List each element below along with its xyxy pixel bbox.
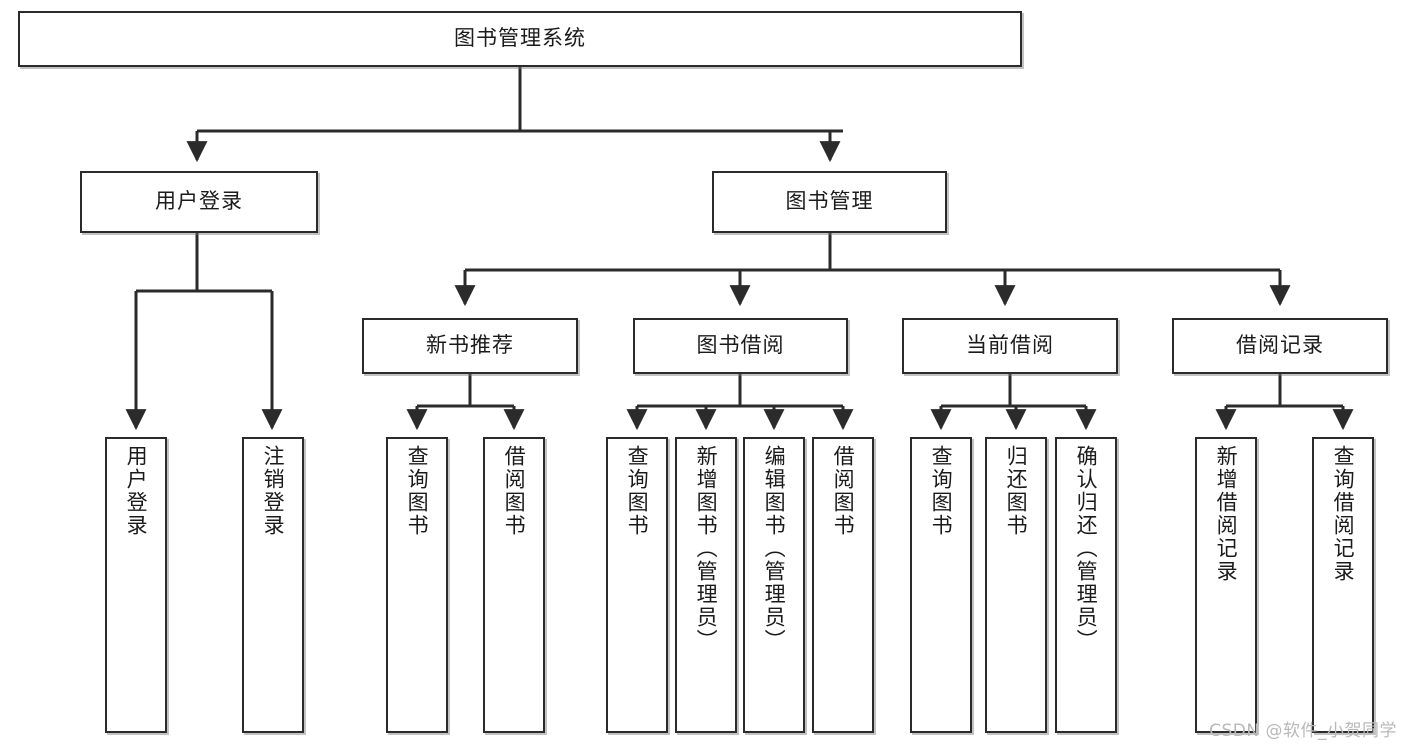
leaf-label: 查询图书 (625, 445, 650, 537)
leaf-recommend-query-book[interactable]: 查询图书 (386, 437, 448, 733)
leaf-borrow-query-book[interactable]: 查询图书 (606, 437, 668, 733)
node-label: 新书推荐 (426, 333, 514, 358)
leaf-record-query-record[interactable]: 查询借阅记录 (1312, 437, 1374, 733)
leaf-current-return-book[interactable]: 归还图书 (985, 437, 1047, 733)
leaf-label: 查询图书 (929, 445, 954, 537)
node-current-borrow[interactable]: 当前借阅 (902, 318, 1118, 374)
leaf-borrow-borrow-book[interactable]: 借阅图书 (812, 437, 874, 733)
leaf-user-login-signin[interactable]: 用户登录 (105, 437, 167, 733)
leaf-record-add-record[interactable]: 新增借阅记录 (1195, 437, 1257, 733)
node-label: 用户登录 (155, 189, 243, 214)
leaf-label: 新增图书（管理员） (694, 445, 719, 652)
node-label: 图书管理 (785, 189, 874, 214)
leaf-label: 用户登录 (124, 445, 149, 537)
leaf-label: 查询借阅记录 (1331, 445, 1356, 583)
node-user-login[interactable]: 用户登录 (80, 171, 318, 233)
csdn-watermark: CSDN @软件_小贺同学 (1209, 721, 1397, 741)
leaf-borrow-add-book-admin[interactable]: 新增图书（管理员） (675, 437, 737, 733)
leaf-recommend-borrow-book[interactable]: 借阅图书 (483, 437, 545, 733)
node-book-management[interactable]: 图书管理 (712, 171, 947, 233)
leaf-user-login-signout[interactable]: 注销登录 (242, 437, 304, 733)
leaf-label: 确认归还（管理员） (1074, 445, 1099, 652)
leaf-label: 归还图书 (1004, 445, 1029, 537)
node-label: 图书借阅 (696, 333, 785, 358)
node-label: 借阅记录 (1236, 333, 1324, 358)
node-label: 图书管理系统 (454, 26, 586, 51)
leaf-current-confirm-return-admin[interactable]: 确认归还（管理员） (1055, 437, 1117, 733)
leaf-label: 借阅图书 (502, 445, 527, 537)
leaf-label: 查询图书 (405, 445, 430, 537)
leaf-label: 新增借阅记录 (1214, 445, 1239, 583)
node-borrow-record[interactable]: 借阅记录 (1172, 318, 1388, 374)
node-root-system[interactable]: 图书管理系统 (18, 11, 1022, 67)
leaf-label: 借阅图书 (831, 445, 856, 537)
leaf-label: 注销登录 (261, 445, 286, 537)
leaf-label: 编辑图书（管理员） (762, 445, 787, 652)
node-label: 当前借阅 (966, 333, 1054, 358)
leaf-current-query-book[interactable]: 查询图书 (910, 437, 972, 733)
node-new-book-recommend[interactable]: 新书推荐 (362, 318, 578, 374)
node-book-borrow[interactable]: 图书借阅 (633, 318, 848, 374)
leaf-borrow-edit-book-admin[interactable]: 编辑图书（管理员） (743, 437, 805, 733)
